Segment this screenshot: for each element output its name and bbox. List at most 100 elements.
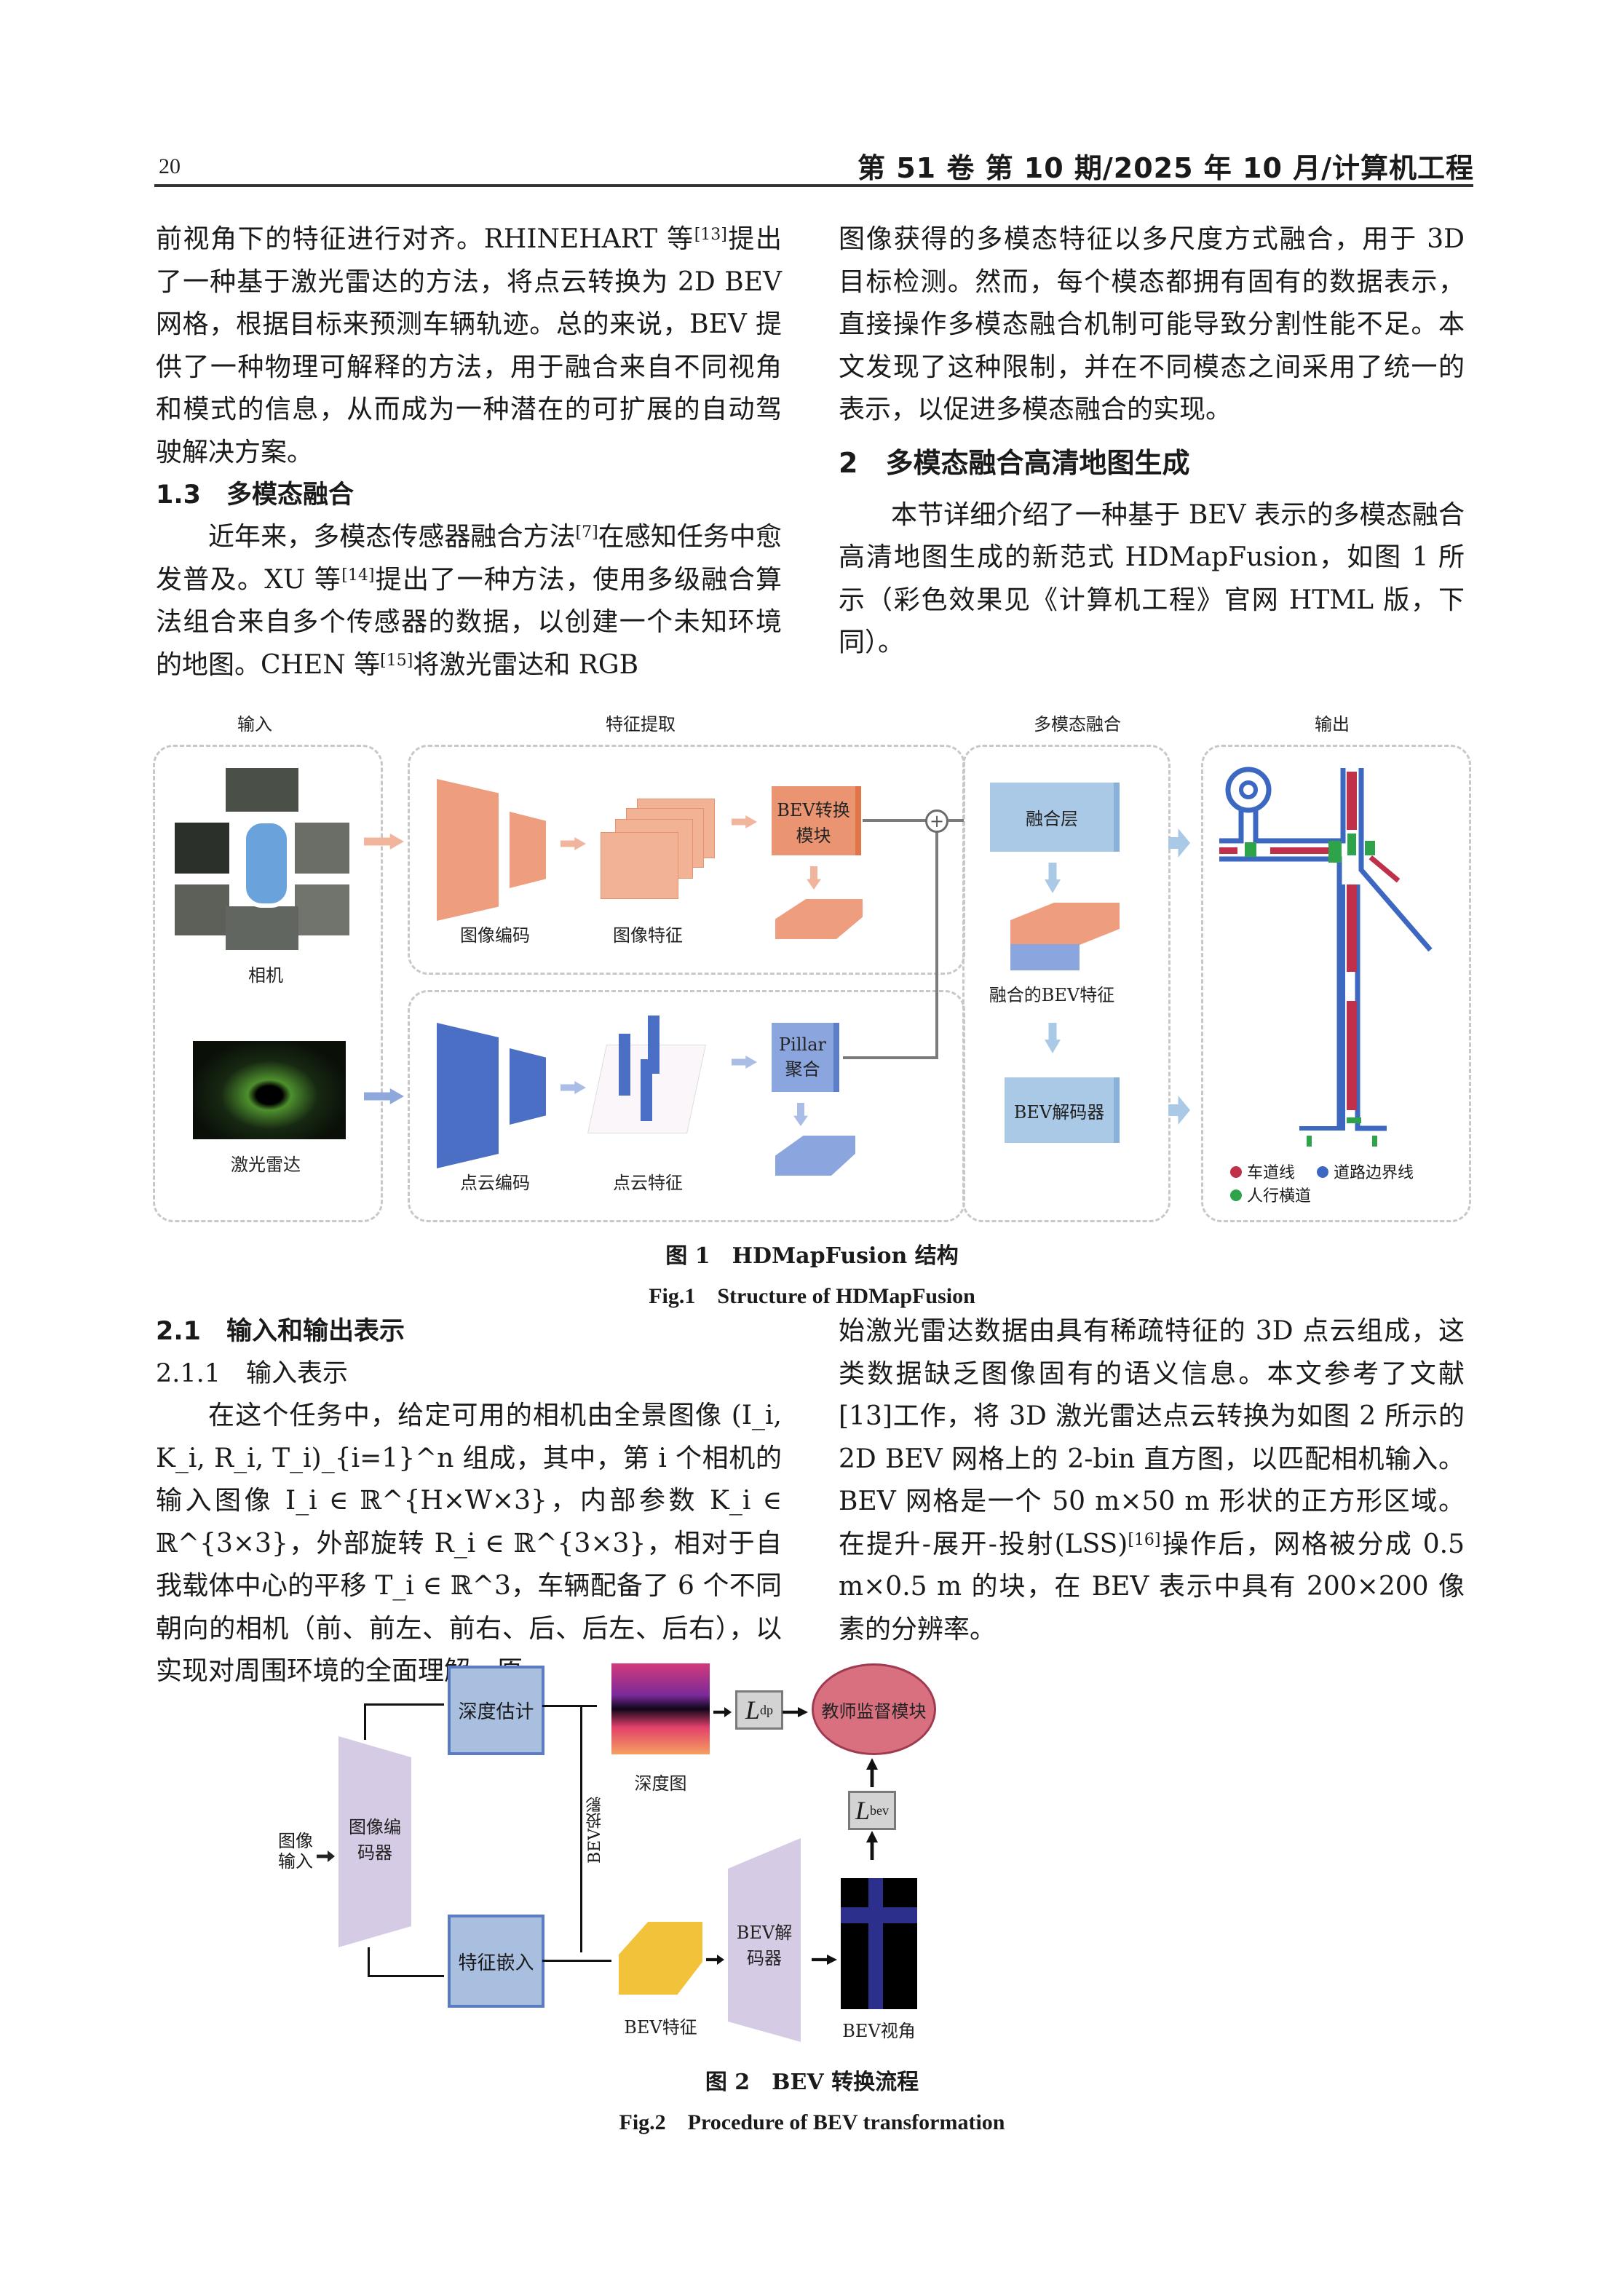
car-icon (242, 819, 291, 908)
citation[interactable]: [7] (575, 523, 598, 542)
image-encoder-shape (338, 1736, 411, 1947)
depth-map-image (611, 1663, 710, 1754)
connector-line (364, 1703, 366, 1740)
arrow-icon (732, 815, 757, 828)
image-encoder-label: 图像编码器 (349, 1817, 401, 1863)
page-number: 20 (159, 154, 181, 178)
lane-dot-icon (1230, 1166, 1242, 1178)
paragraph: 始激光雷达数据由具有稀疏特征的 3D 点云组成，这类数据缺乏图像固有的语义信息。… (839, 1316, 1465, 1644)
bev-decoder-label: BEV解码器 (736, 1923, 793, 1968)
pointcloud-features-label: 点云特征 (613, 1173, 683, 1193)
image-input-label: 图像输入 (278, 1831, 313, 1872)
bottom-right-column: 始激光雷达数据由具有稀疏特征的 3D 点云组成，这类数据缺乏图像固有的语义信息。… (839, 1310, 1465, 1651)
arrow-icon (561, 837, 586, 850)
image-features-label: 图像特征 (613, 925, 683, 946)
legend-item-lane: 车道线 (1230, 1160, 1295, 1183)
fused-bev-block-bottom (1010, 944, 1080, 970)
crosswalk-dot-icon (1230, 1189, 1242, 1201)
journal-header: 第 51 卷 第 10 期/2025 年 10 月/计算机工程 (857, 152, 1474, 184)
group-title-feature-extraction: 特征提取 (606, 714, 676, 735)
arrow-icon (783, 1707, 808, 1717)
arrow-icon (1168, 828, 1190, 858)
connector-line (368, 1947, 370, 1976)
arrow-up-icon (866, 1758, 878, 1787)
bev-transform-module: BEV转换模块 (772, 786, 855, 855)
connector-line (935, 830, 938, 1059)
camera-label: 相机 (248, 965, 283, 986)
figure-2-caption-cn: 图 2 BEV 转换流程 (705, 2070, 919, 2095)
arrow-up-icon (866, 1831, 878, 1860)
arrow-icon (812, 1955, 837, 1965)
image-feature-maps (601, 832, 678, 899)
header-rule (154, 184, 1473, 187)
bev-view-label: BEV视角 (842, 2021, 916, 2041)
output-group (1201, 745, 1471, 1222)
connector-line (364, 1703, 444, 1706)
image-encoder-shape (437, 779, 499, 921)
arrow-down-icon (1045, 863, 1061, 893)
pointcloud-encoder-label: 点云编码 (460, 1173, 530, 1193)
citation[interactable]: [16] (1128, 1530, 1161, 1549)
connector-line (368, 1975, 444, 1977)
bev-projection-line (580, 1705, 582, 1952)
camera-images (175, 768, 349, 950)
image-encoder-shape (510, 812, 546, 888)
lidar-pointcloud-image (193, 1041, 346, 1139)
arrow-icon (706, 1955, 724, 1965)
group-title-output: 输出 (1315, 714, 1350, 735)
pillar-icon (619, 1034, 630, 1096)
section-heading-2-1-1: 2.1.1 输入表示 (156, 1359, 349, 1388)
bottom-left-column: 2.1 输入和输出表示 2.1.1 输入表示 在这个任务中，给定可用的相机由全景… (156, 1310, 782, 1693)
fusion-group (962, 745, 1171, 1222)
pointcloud-encoder-shape (510, 1048, 546, 1125)
feature-embedding-box: 特征嵌入 (448, 1915, 544, 2008)
citation[interactable]: [13] (694, 226, 727, 244)
top-left-column: 前视角下的特征进行对齐。RHINEHART 等[13]提出了一种基于激光雷达的方… (156, 218, 782, 686)
arrow-icon (364, 1088, 404, 1104)
fusion-layer: 融合层 (990, 783, 1114, 852)
citation[interactable]: [14] (341, 566, 375, 585)
arrow-down-icon (1045, 1023, 1061, 1053)
arrow-icon (732, 1056, 757, 1069)
paragraph: 在这个任务中，给定可用的相机由全景图像 (I_i, K_i, R_i, T_i)… (156, 1401, 782, 1686)
plus-icon: + (925, 809, 948, 833)
paragraph: 前视角下的特征进行对齐。RHINEHART 等[13]提出了一种基于激光雷达的方… (156, 224, 782, 467)
pillar-icon (641, 1059, 652, 1121)
section-heading-2-1: 2.1 输入和输出表示 (156, 1317, 405, 1346)
figure-1-caption-en: Fig.1 Structure of HDMapFusion (649, 1284, 975, 1308)
arrow-icon (364, 834, 404, 850)
section-heading-2: 2 多模态融合高清地图生成 (839, 446, 1190, 479)
citation[interactable]: [15] (380, 651, 413, 670)
arrow-down-icon (793, 1103, 808, 1126)
lidar-label: 激光雷达 (231, 1155, 301, 1175)
connector-line (542, 1705, 597, 1707)
paragraph: 近年来，多模态传感器融合方法[7]在感知任务中愈发普及。XU 等[14]提出了一… (156, 522, 782, 680)
bev-features-label: BEV特征 (624, 2017, 697, 2038)
teacher-supervision-module: 教师监督模块 (812, 1663, 936, 1755)
input-group (153, 745, 383, 1222)
arrow-icon (1168, 1096, 1190, 1125)
arrow-down-icon (807, 866, 821, 890)
group-title-input: 输入 (237, 714, 272, 735)
fused-bev-label: 融合的BEV特征 (989, 985, 1115, 1005)
pointcloud-encoder-shape (437, 1023, 499, 1168)
paragraph: 本节详细介绍了一种基于 BEV 表示的多模态融合高清地图生成的新范式 HDMap… (839, 499, 1465, 658)
arrow-icon (317, 1850, 335, 1862)
top-right-column: 图像获得的多模态特征以多尺度方式融合，用于 3D 目标检测。然而，每个模态都拥有… (839, 218, 1465, 665)
legend-item-crosswalk: 人行横道 (1230, 1183, 1414, 1206)
connector-line (542, 1960, 611, 1962)
group-title-fusion: 多模态融合 (1034, 714, 1121, 735)
depth-map-label: 深度图 (634, 1773, 687, 1794)
figure-1-caption-cn: 图 1 HDMapFusion 结构 (665, 1243, 959, 1269)
section-heading-1-3: 1.3 多模态融合 (156, 480, 354, 510)
paragraph: 图像获得的多模态特征以多尺度方式融合，用于 3D 目标检测。然而，每个模态都拥有… (839, 224, 1465, 424)
boundary-dot-icon (1317, 1166, 1329, 1178)
legend-item-boundary: 道路边界线 (1317, 1160, 1414, 1183)
bev-features-block (619, 1922, 702, 1995)
arrow-icon (713, 1707, 732, 1717)
image-encoder-label: 图像编码 (460, 925, 530, 946)
bev-decoder-shape (728, 1838, 801, 2042)
bev-view-image (841, 1878, 917, 2009)
arrow-icon (561, 1081, 586, 1094)
